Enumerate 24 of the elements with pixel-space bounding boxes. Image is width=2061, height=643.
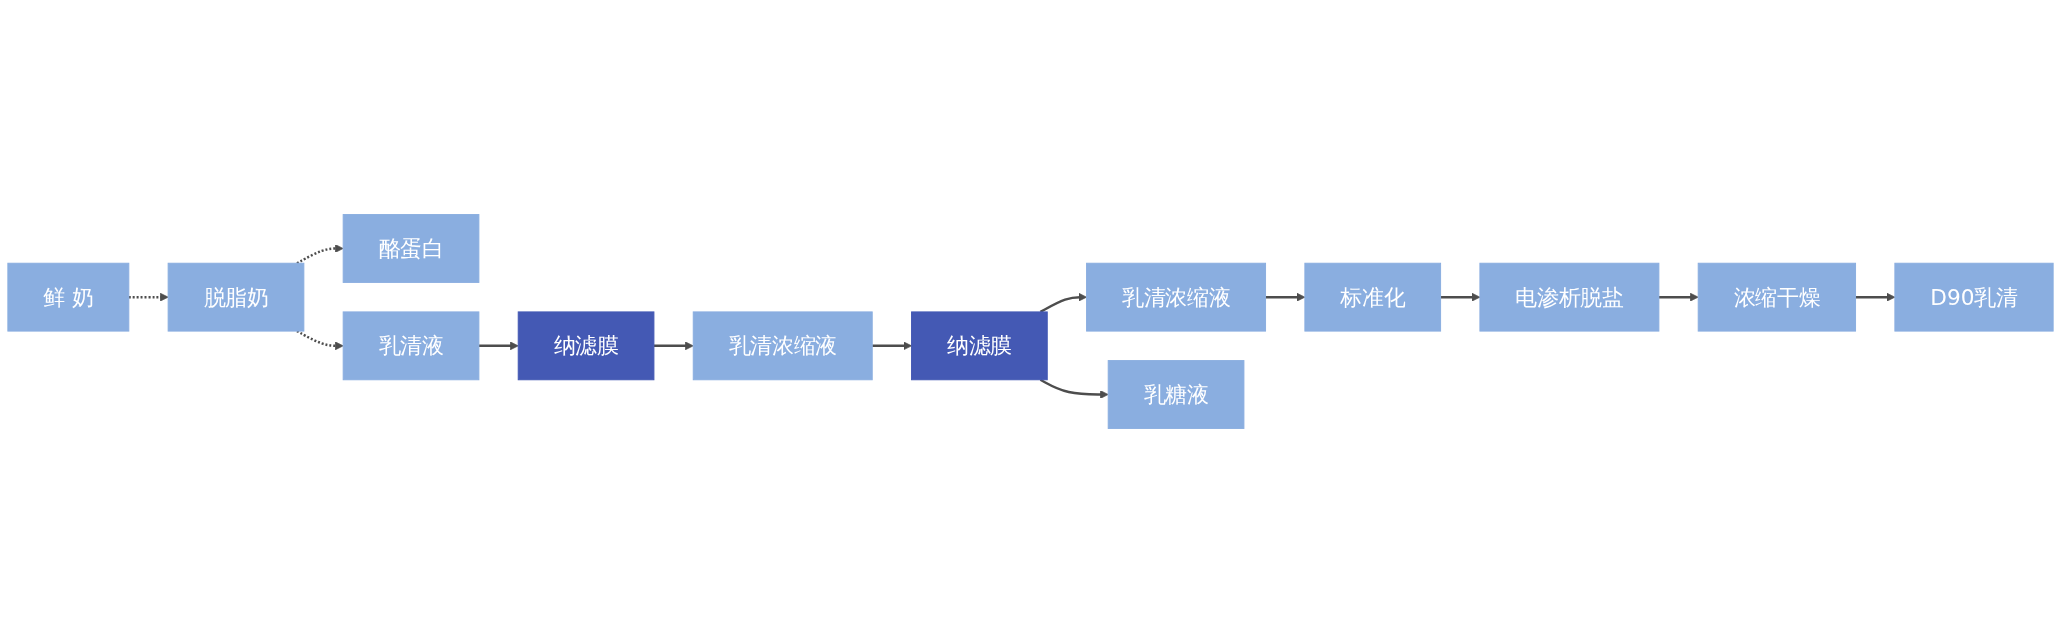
node-box: 鲜 奶: [7, 262, 130, 332]
arrow: [296, 244, 344, 265]
arrow: [1039, 292, 1087, 313]
arrow: [1039, 378, 1109, 399]
arrow: [1265, 292, 1306, 302]
node-box: 乳清浓缩液: [692, 311, 873, 381]
arrow: [128, 292, 169, 302]
node-box: 纳滤膜: [517, 311, 655, 381]
node-box: 纳滤膜: [911, 311, 1048, 381]
node-box: 脱脂奶: [167, 262, 305, 332]
arrow: [1658, 292, 1699, 302]
node-box: D90乳清: [1894, 262, 2054, 332]
node-box: 乳清浓缩液: [1086, 262, 1267, 332]
arrow: [872, 341, 912, 351]
node-box: 乳糖液: [1107, 360, 1245, 429]
arrow: [1440, 292, 1481, 302]
arrow: [1855, 292, 1896, 302]
arrow: [653, 341, 694, 351]
node-box: 乳清液: [342, 311, 480, 381]
arrow: [478, 341, 519, 351]
node-box: 电渗析脱盐: [1479, 262, 1660, 332]
node-box: 浓缩干燥: [1697, 262, 1857, 332]
node-box: 标准化: [1304, 262, 1442, 332]
node-box: 酪蛋白: [342, 214, 480, 283]
